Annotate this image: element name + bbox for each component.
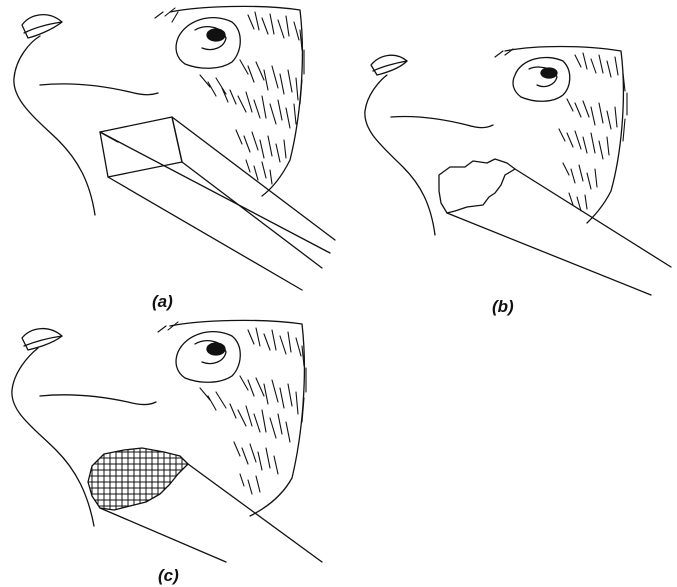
panel-c-illustration [0,318,340,568]
beam-ray-1 [188,464,322,562]
jaw-line [40,84,158,95]
neck-profile [365,75,435,235]
grid-region-outline [88,448,188,510]
beam-ray-2 [100,508,226,562]
panel-c [0,318,340,568]
caption-c: (c) [158,566,179,586]
ear-outline [176,18,240,69]
panel-b [355,45,677,300]
lip-line [24,22,62,33]
caption-a: (a) [152,292,173,312]
neck-profile [14,36,95,215]
jaw-line [391,116,493,127]
jaw-line [40,395,156,405]
panel-b-illustration [355,45,677,300]
panel-a-illustration [0,0,340,290]
ear-outline [176,332,240,383]
hair-outline [505,47,623,224]
ear-canal [207,343,225,355]
beam-ray-2 [447,213,651,295]
neck-profile [12,348,94,526]
lip-line [373,61,407,71]
hair-strokes [155,8,304,184]
beam-ray-1 [515,169,671,267]
hair-strokes [495,49,627,211]
lip-line [24,336,62,346]
caption-b: (b) [492,297,514,317]
ear-canal [541,68,557,78]
beam-conformal-outline [439,159,515,213]
ear-outline [513,57,570,101]
panel-a [0,0,340,290]
ear-canal [207,29,225,41]
lip-outline [22,329,62,350]
